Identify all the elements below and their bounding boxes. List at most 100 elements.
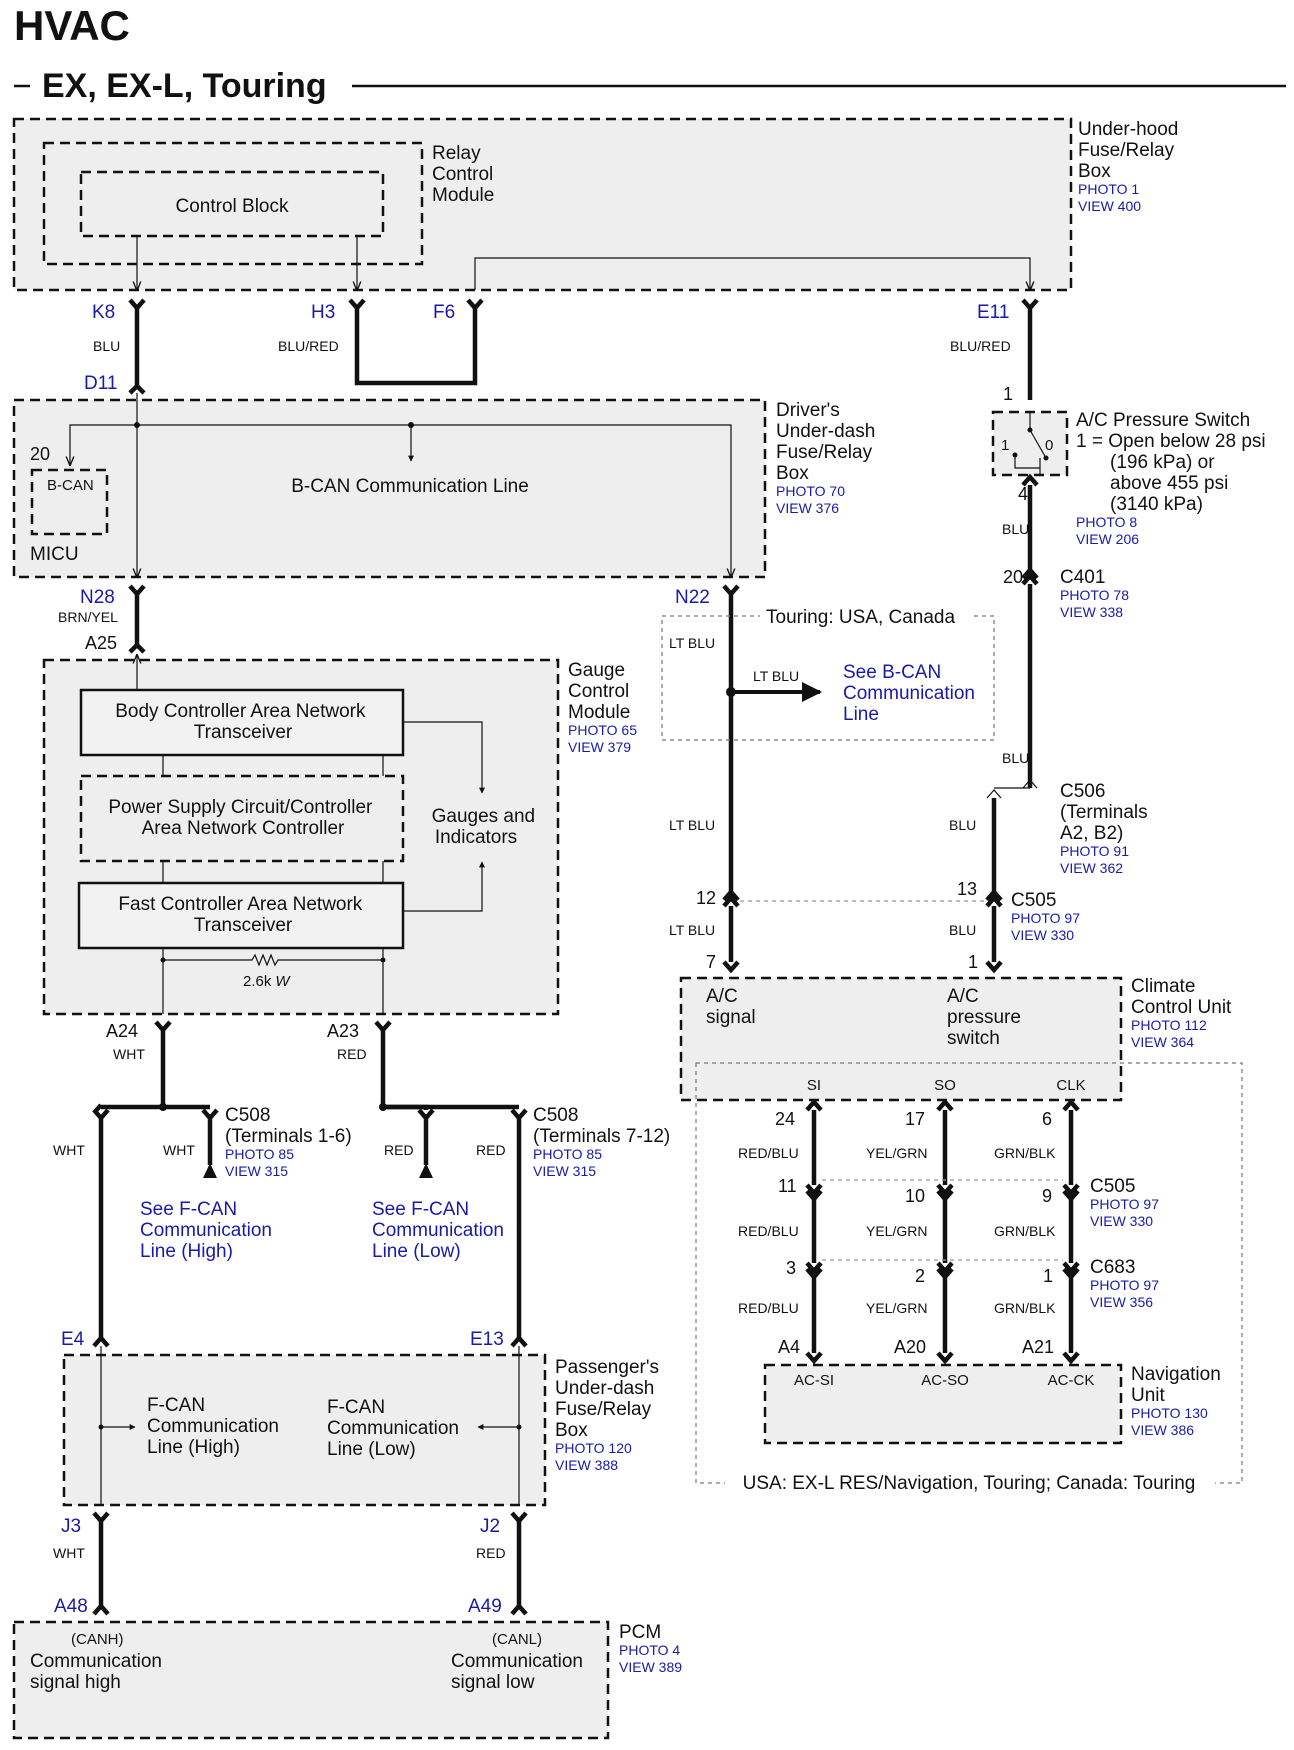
c505-top-photo-ref: PHOTO 97	[1011, 910, 1080, 926]
pcm-canh: (CANH)	[71, 1631, 124, 1648]
connector-c506-a	[1022, 779, 1038, 789]
pcm-label: PCM	[619, 1622, 661, 1643]
connector-e13	[510, 1334, 528, 1348]
passenger-high-splice	[98, 1424, 104, 1430]
switch-contact-0	[1043, 455, 1049, 461]
pin-a4: A4	[778, 1337, 800, 1357]
ccu-view-ref: VIEW 364	[1131, 1034, 1194, 1050]
pin-e13: E13	[470, 1329, 504, 1350]
connector-a21	[1062, 1351, 1080, 1365]
wire-label-k8: BLU	[93, 338, 120, 354]
passenger-photo-ref: PHOTO 120	[555, 1440, 632, 1456]
c508b-name: C508	[533, 1105, 578, 1126]
wire-label-clk-1: GRN/BLK	[994, 1145, 1056, 1161]
see-fcan-high-link[interactable]: See F-CAN Communication Line (High)	[140, 1199, 277, 1262]
connector-a4	[805, 1351, 823, 1365]
c683-name: C683	[1090, 1257, 1135, 1278]
connector-ccu-7	[722, 960, 740, 974]
wire-label-a23: RED	[337, 1046, 367, 1062]
wire-label-clk-2: GRN/BLK	[994, 1223, 1056, 1239]
pin-a25: A25	[85, 633, 117, 653]
switch-state-1: 1	[1001, 437, 1009, 454]
wire-label-j2: RED	[476, 1545, 506, 1561]
see-bcan-link[interactable]: See B-CAN Communication Line	[843, 662, 980, 725]
pcm-view-ref: VIEW 389	[619, 1659, 682, 1675]
connector-n28	[128, 584, 146, 598]
c508a-photo-ref: PHOTO 85	[225, 1146, 294, 1162]
nav-photo-ref: PHOTO 130	[1131, 1405, 1208, 1421]
gauge-view-ref: VIEW 379	[568, 739, 631, 755]
wire-label-n22-a: LT BLU	[669, 635, 715, 651]
wire-label-branch: LT BLU	[753, 668, 799, 684]
connector-a25	[128, 641, 146, 654]
navigation-unit	[763, 1363, 1123, 1445]
c506-name: C506	[1060, 781, 1105, 802]
see-fcan-low-link[interactable]: See F-CAN Communication Line (Low)	[372, 1199, 509, 1262]
nav-note-bg	[725, 1470, 1215, 1494]
gauges-indicators-label: Gauges and Indicators	[432, 806, 541, 848]
connector-6	[1062, 1098, 1080, 1112]
gauge-photo-ref: PHOTO 65	[568, 722, 637, 738]
c505-bottom-photo-ref: PHOTO 97	[1090, 1196, 1159, 1212]
wire-label-e11: BLU/RED	[950, 338, 1011, 354]
connector-17	[936, 1098, 954, 1112]
ccu-pin-so: SO	[934, 1077, 956, 1094]
wire-label-c401-c506: BLU	[1002, 750, 1029, 766]
passengers-box-label: Passenger's Under-dash Fuse/Relay Box	[555, 1357, 664, 1441]
switch-view-ref: VIEW 206	[1076, 531, 1139, 547]
connector-a49	[510, 1602, 528, 1616]
wire-label-wht-right: WHT	[163, 1142, 195, 1158]
switch-lead-1	[1014, 455, 1040, 469]
c505-bottom-name: C505	[1090, 1176, 1135, 1197]
connector-e4	[92, 1334, 110, 1348]
wire-label-si-3: RED/BLU	[738, 1300, 799, 1316]
nav-view-ref: VIEW 386	[1131, 1422, 1194, 1438]
c505-top-view-ref: VIEW 330	[1011, 927, 1074, 943]
connector-24	[805, 1098, 823, 1112]
connector-c508-wht-left	[92, 1108, 110, 1122]
wire-label-so-2: YEL/GRN	[866, 1223, 927, 1239]
pin-2: 2	[915, 1266, 925, 1286]
drivers-view-ref: VIEW 376	[776, 500, 839, 516]
relay-control-module-label: Relay Control Module	[432, 143, 499, 206]
micu-bcan-box	[30, 468, 109, 536]
pin-e4: E4	[61, 1329, 85, 1350]
wire-label-si-1: RED/BLU	[738, 1145, 799, 1161]
connector-c401-bottom	[1021, 572, 1039, 586]
switch-description: 1 = Open below 28 psi (196 kPa) or above…	[1076, 431, 1271, 515]
connector-ccu-1	[985, 960, 1003, 974]
pin-h3: H3	[311, 302, 335, 323]
connector-c508-red-right	[510, 1108, 528, 1122]
pin-11: 11	[778, 1176, 797, 1196]
pin-e11: E11	[977, 302, 1009, 323]
control-block-label: Control Block	[176, 196, 289, 217]
c505-top-name: C505	[1011, 890, 1056, 911]
drivers-fuse-box	[12, 398, 767, 579]
passengers-fuse-box	[62, 1353, 547, 1507]
ccu-ac-pressure: A/C pressure switch	[947, 986, 1026, 1049]
c508a-view-ref: VIEW 315	[225, 1163, 288, 1179]
underhood-fuse-box-label: Under-hood Fuse/Relay Box	[1078, 119, 1184, 182]
red-bus-to-c508	[383, 1104, 429, 1110]
pin-20-c401: 20	[1003, 567, 1023, 587]
connector-k8	[128, 298, 146, 312]
fast-can-transceiver	[77, 881, 405, 950]
micu-label: MICU	[30, 544, 79, 565]
c506-view-ref: VIEW 362	[1060, 860, 1123, 876]
wire-label-so-3: YEL/GRN	[866, 1300, 927, 1316]
pin-4-switch: 4	[1018, 484, 1028, 504]
ccu-photo-ref: PHOTO 112	[1131, 1017, 1207, 1033]
power-supply-circuit	[79, 774, 405, 863]
body-can-label: Body Controller Area Network Transceiver	[115, 701, 371, 743]
page-title: HVAC	[14, 2, 130, 49]
pin-3: 3	[786, 1258, 796, 1278]
pin-12-c505: 12	[696, 888, 716, 908]
wire-label-clk-3: GRN/BLK	[994, 1300, 1056, 1316]
switch-name: A/C Pressure Switch	[1076, 410, 1250, 431]
pin-1-switch: 1	[1003, 384, 1013, 404]
drivers-fuse-box-label: Driver's Under-dash Fuse/Relay Box	[776, 400, 881, 484]
nav-label: Navigation Unit	[1131, 1364, 1226, 1406]
underhood-view-ref: VIEW 400	[1078, 198, 1141, 214]
connector-c508-red-left	[417, 1108, 435, 1122]
